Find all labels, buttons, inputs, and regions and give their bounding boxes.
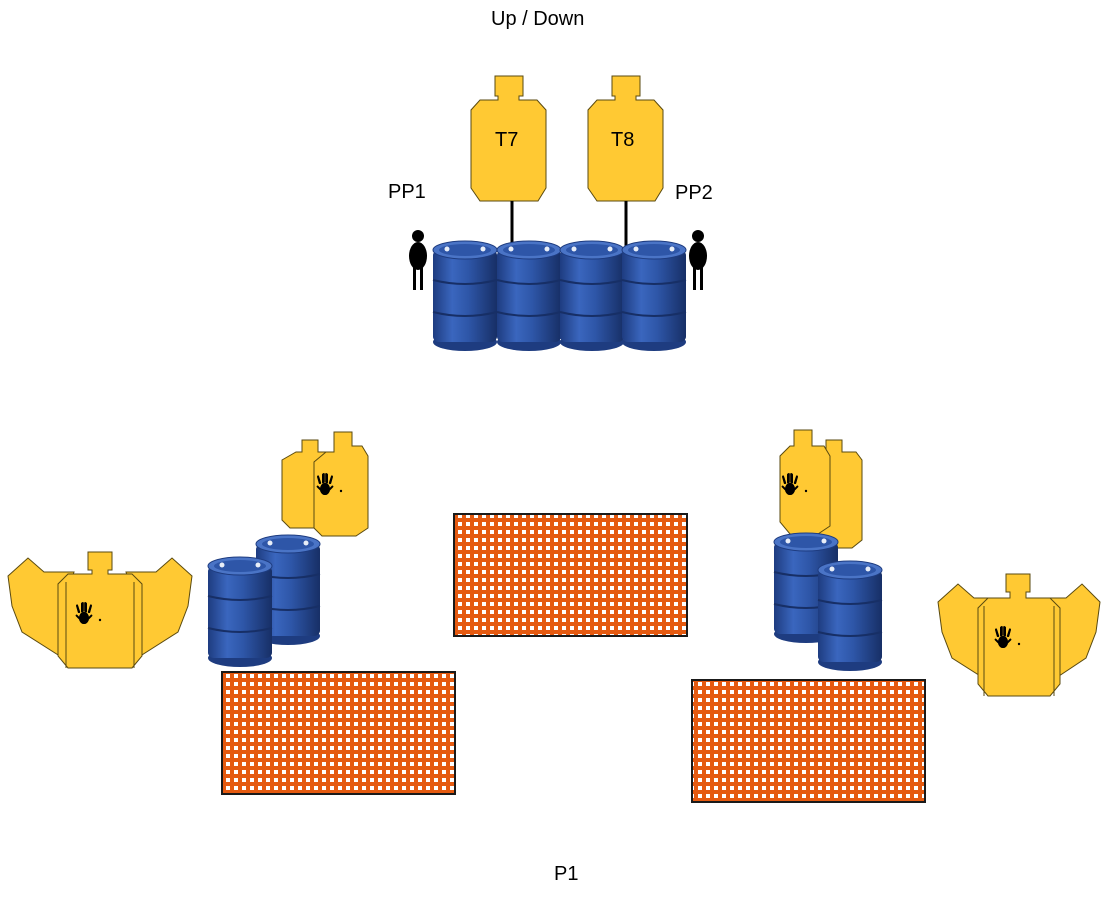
fault-wall-center bbox=[453, 513, 688, 637]
no-shoot-target-left-upper bbox=[281, 431, 369, 537]
target-t7 bbox=[470, 75, 547, 202]
label-pp1: PP1 bbox=[388, 181, 426, 203]
barrel-icon bbox=[621, 240, 687, 352]
barrel-icon bbox=[432, 240, 498, 352]
label-t8: T8 bbox=[611, 129, 635, 151]
no-shoot-target-right bbox=[937, 573, 1101, 697]
label-pp2: PP2 bbox=[675, 182, 713, 204]
label-up-down: Up / Down bbox=[491, 8, 585, 30]
no-shoot-target-left bbox=[7, 551, 193, 669]
barrel-icon bbox=[817, 560, 883, 672]
barrel-icon bbox=[496, 240, 562, 352]
fault-wall-left bbox=[221, 671, 456, 795]
label-p1: P1 bbox=[554, 863, 579, 885]
no-shoot-target-right-upper bbox=[779, 429, 863, 549]
target-t8 bbox=[587, 75, 664, 202]
barrel-icon bbox=[559, 240, 625, 352]
popper-pp1-icon bbox=[409, 230, 427, 290]
barrel-icon bbox=[207, 556, 273, 668]
popper-pp2-icon bbox=[689, 230, 707, 290]
fault-wall-right bbox=[691, 679, 926, 803]
label-t7: T7 bbox=[495, 129, 519, 151]
